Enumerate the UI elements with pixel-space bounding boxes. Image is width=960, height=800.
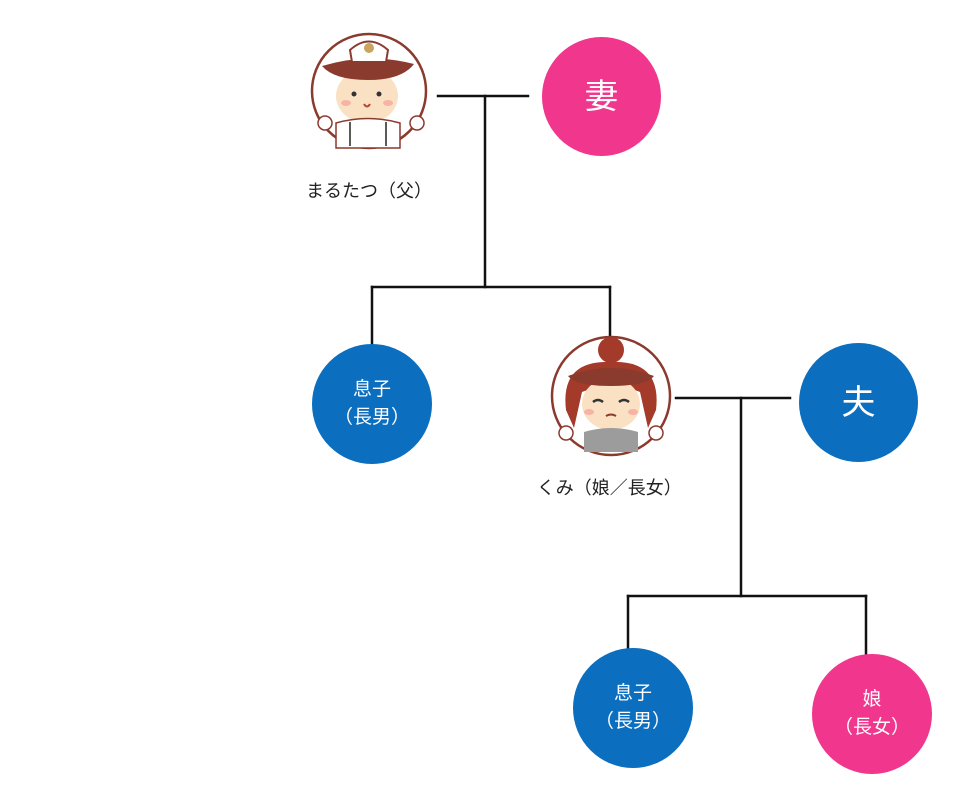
grandson-label-line1: 息子 — [613, 682, 652, 705]
husband-label: 夫 — [841, 382, 876, 423]
granddaughter-node: 娘 （長女） — [812, 654, 932, 774]
granddaughter-label-line2: （長女） — [833, 716, 910, 738]
grandson-node: 息子 （長男） — [573, 648, 693, 768]
son-node: 息子 （長男） — [312, 344, 432, 464]
father-avatar-icon — [310, 32, 428, 150]
husband-node: 夫 — [799, 343, 918, 462]
wife-node: 妻 — [542, 37, 661, 156]
son-label-line1: 息子 — [352, 378, 391, 401]
kumi-caption: くみ（娘／長女） — [537, 478, 682, 499]
daughter-avatar-icon — [550, 335, 672, 457]
son-label-line2: （長男） — [333, 406, 410, 428]
grandson-label-line2: （長男） — [594, 710, 671, 732]
father-caption: まるたつ（父） — [306, 181, 432, 202]
granddaughter-label-line1: 娘 — [862, 688, 882, 711]
wife-label: 妻 — [584, 76, 619, 117]
